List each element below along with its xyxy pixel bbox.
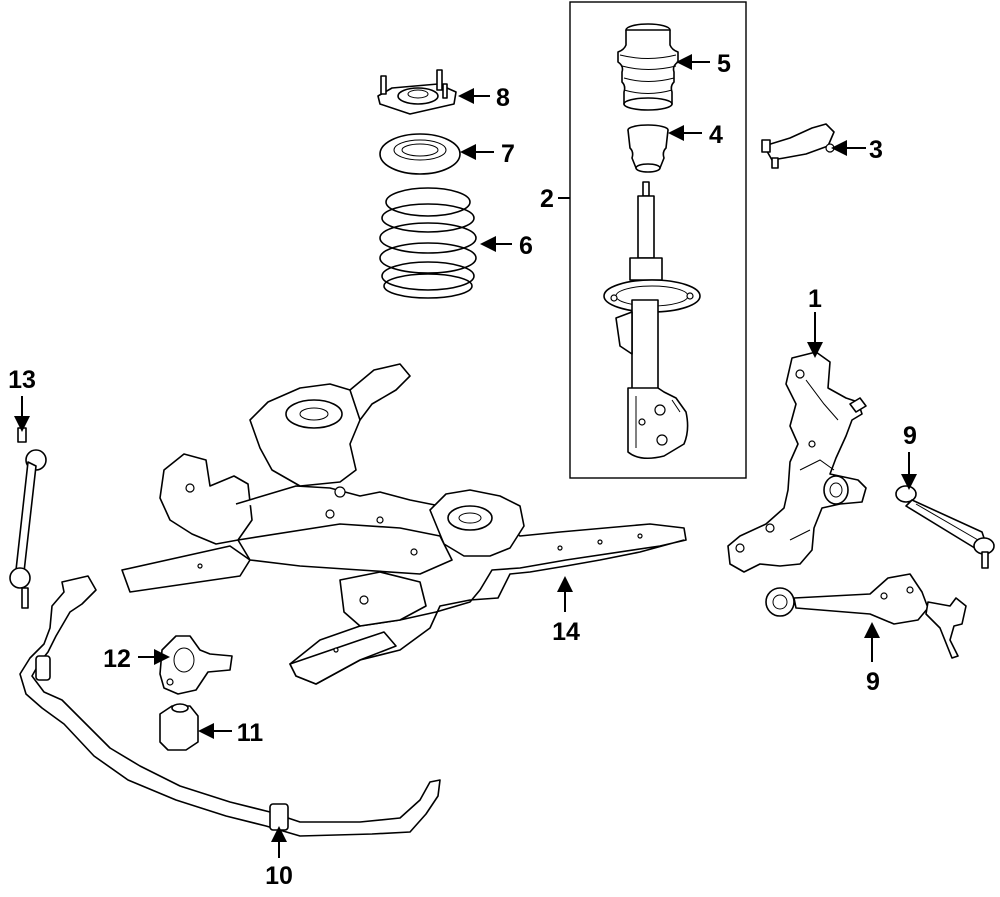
part-1-knuckle [727,351,867,573]
part-7-spring-seat [379,133,461,175]
part-5-dust-boot [617,23,679,111]
leader-9-lower [864,622,880,662]
callout-11: 11 [237,719,264,747]
leader-3 [831,140,866,156]
callout-7: 7 [501,140,515,168]
leader-11 [198,723,232,739]
part-12-clamp [159,635,233,695]
leader-13 [14,396,30,432]
callout-5: 5 [717,50,731,78]
leader-1 [807,312,823,358]
callout-10: 10 [265,862,293,890]
part-10-stabilizer-bar [19,575,441,837]
callout-13: 13 [8,366,36,394]
strut-group-box [569,1,747,479]
leader-7 [460,144,494,160]
leader-4 [668,125,702,141]
callout-9-upper: 9 [903,422,917,450]
callout-6: 6 [519,232,533,260]
callout-12: 12 [103,645,131,673]
leader-6 [480,236,512,252]
callout-8: 8 [496,84,510,112]
callout-3: 3 [869,136,883,164]
part-9-tie-rod-upper [895,485,995,569]
callout-4: 4 [709,121,723,149]
leader-10 [271,826,287,858]
part-3-upper-arm [761,123,835,169]
part-9-lower-arm [765,573,967,659]
leader-9-upper [901,452,917,490]
part-13-stabilizer-link [9,427,47,609]
part-4-bump-stop [627,124,669,173]
leader-12 [138,649,170,665]
part-6-coil-spring [379,187,477,299]
callout-9-lower: 9 [866,668,880,696]
leader-8 [458,88,490,104]
leader-14 [557,576,573,612]
callout-2: 2 [540,185,554,213]
part-8-upper-mount [377,69,457,115]
part-2-strut [603,181,701,460]
callout-1: 1 [808,285,822,313]
part-14-subframe [121,363,687,685]
callout-14: 14 [552,618,580,646]
part-11-bushing [159,703,199,751]
leader-5 [676,54,710,70]
